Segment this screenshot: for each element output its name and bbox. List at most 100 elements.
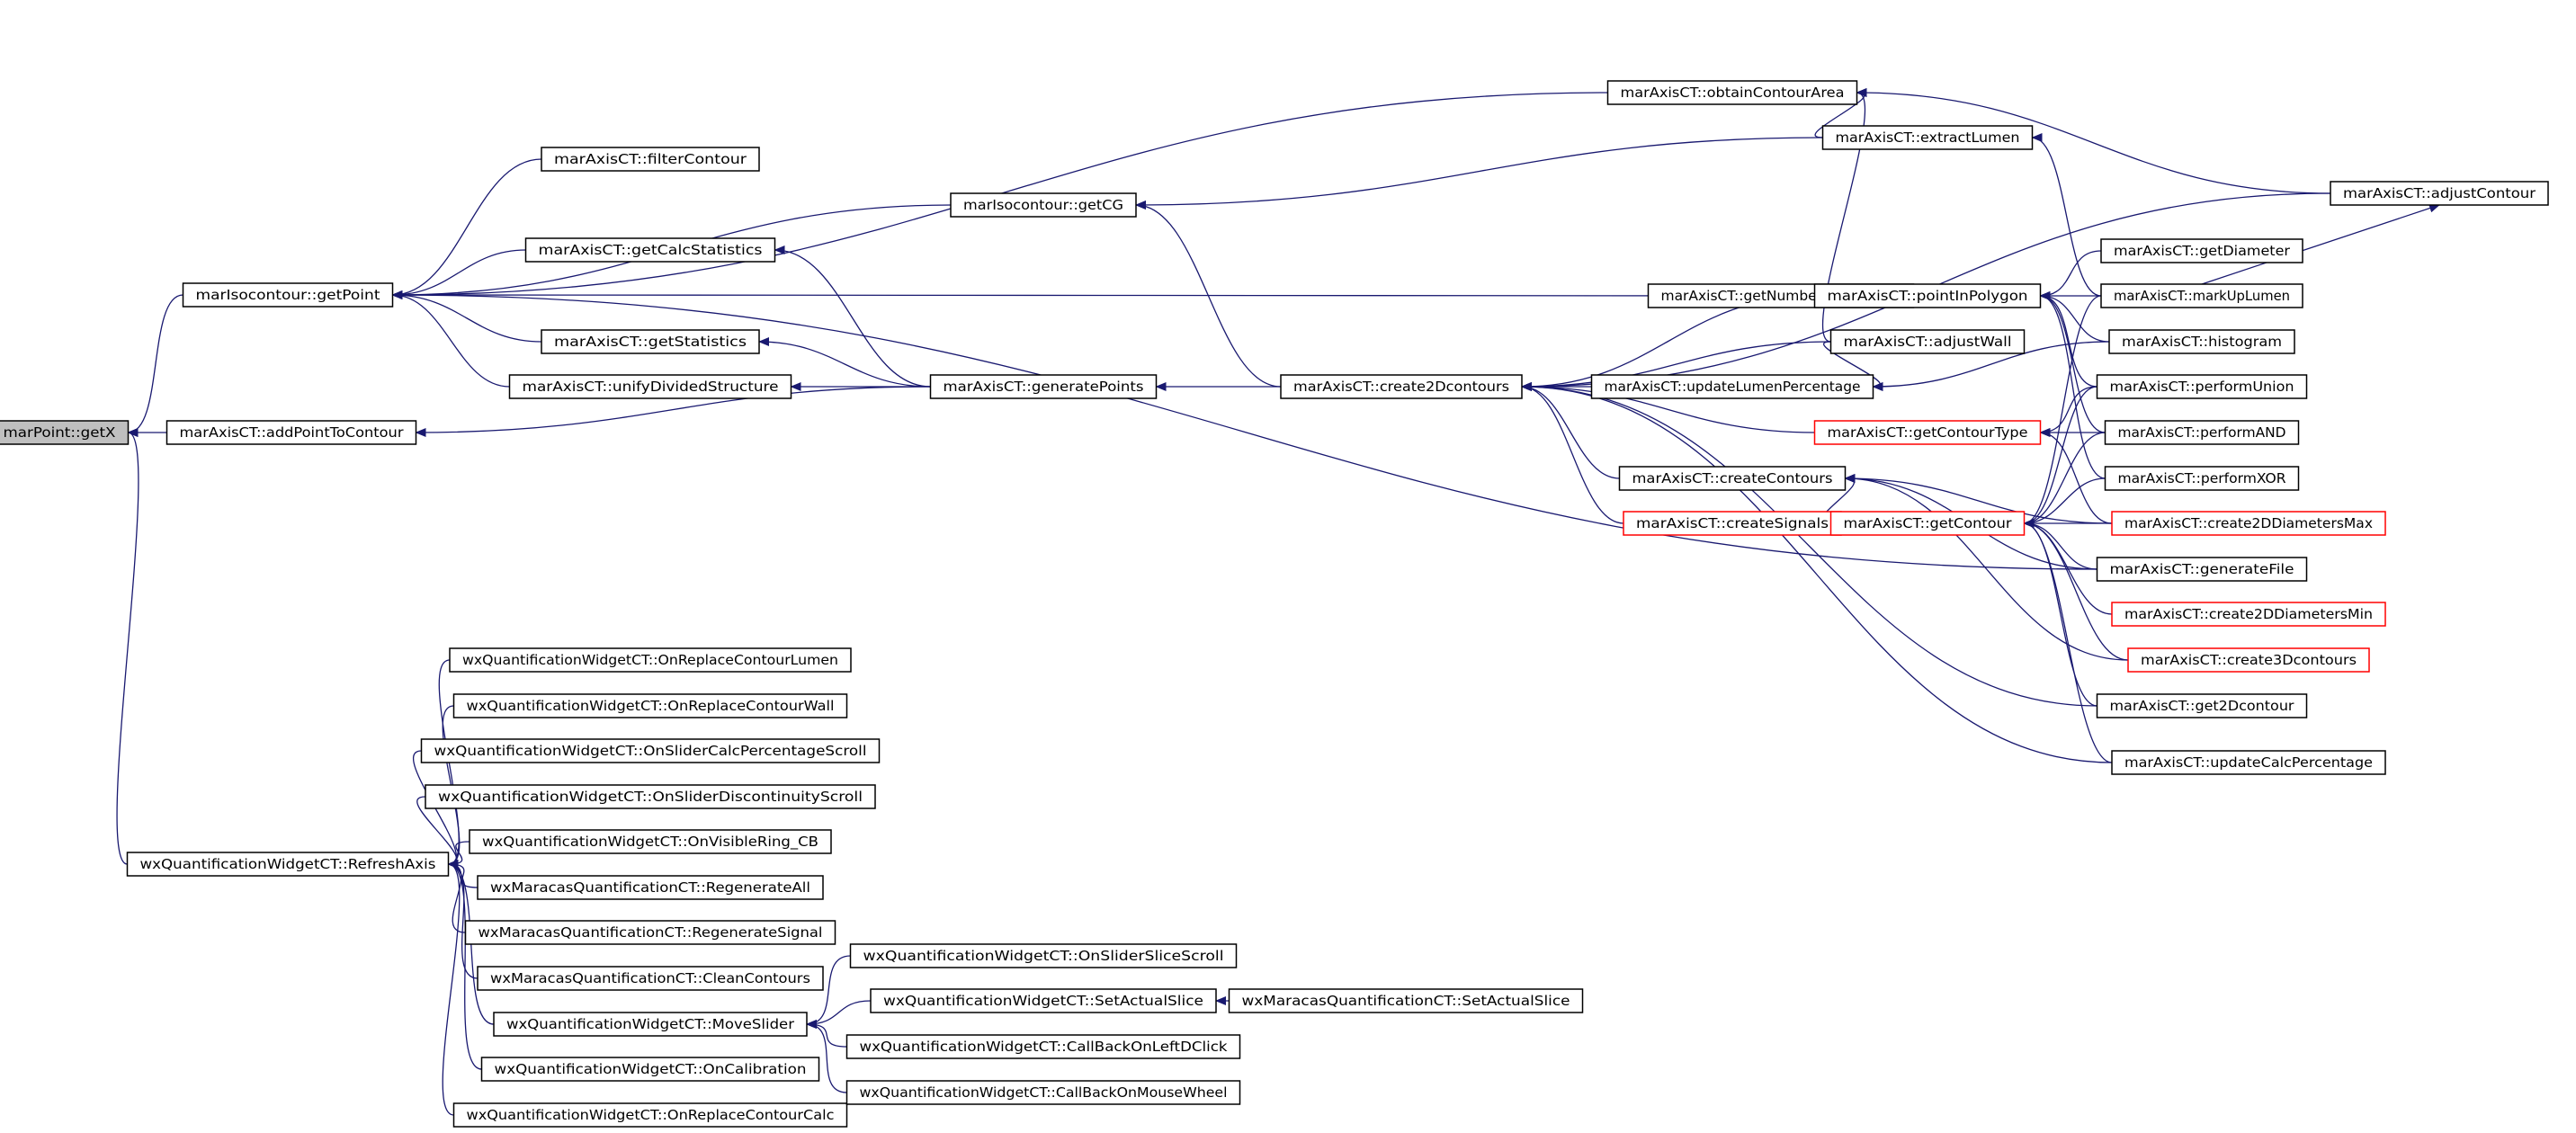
node-box — [477, 875, 824, 900]
edge-performand-to-pointinpolygon — [2039, 291, 2106, 433]
node-label: marAxisCT::performXOR — [2118, 470, 2286, 486]
graph-node-oncalibration[interactable]: wxQuantificationWidgetCT::OnCalibration — [480, 1057, 820, 1082]
node-box — [469, 829, 832, 854]
node-label: wxQuantificationWidgetCT::CallBackOnMous… — [860, 1084, 1228, 1101]
node-box — [126, 852, 450, 877]
graph-node-createcontours[interactable]: marAxisCT::createContours — [1618, 466, 1847, 491]
edge-unifydivided-to-getpoint — [391, 290, 510, 388]
graph-node-generatepoints[interactable]: marAxisCT::generatePoints — [929, 374, 1158, 399]
graph-node-addpointtocontour[interactable]: marAxisCT::addPointToContour — [165, 420, 417, 445]
graph-node-updatelumenpercentage[interactable]: marAxisCT::updateLumenPercentage — [1590, 374, 1874, 399]
graph-node-create2dcontours[interactable]: marAxisCT::create2Dcontours — [1280, 374, 1523, 399]
graph-node-create2ddiametersmax[interactable]: marAxisCT::create2DDiametersMax — [2111, 511, 2386, 536]
edge-get2dcontour-to-create2dcontours — [1521, 382, 2097, 707]
graph-node-getpoint[interactable]: marIsocontour::getPoint — [182, 282, 394, 308]
edge-create2ddiametersmax-to-getcontourtype — [2039, 428, 2113, 524]
node-box — [541, 329, 760, 354]
edge-histogram-to-updatelumenpercentage — [1872, 341, 2110, 391]
edge-performunion-to-getcontour — [2023, 386, 2097, 528]
node-box — [2100, 238, 2303, 263]
graph-node-onslidercalcpercentagescroll[interactable]: wxQuantificationWidgetCT::OnSliderCalcPe… — [420, 738, 881, 763]
node-label: marIsocontour::getCG — [963, 197, 1123, 213]
node-label: wxQuantificationWidgetCT::OnReplaceConto… — [462, 652, 838, 668]
graph-node-onsliderdiscontinuityscroll[interactable]: wxQuantificationWidgetCT::OnSliderDiscon… — [425, 784, 876, 809]
edge-pointinpolygon-to-create2dcontours — [1521, 295, 1815, 391]
edge-onreplacecontourcalc-to-refreshaxis — [442, 860, 461, 1116]
graph-node-getdiameter[interactable]: marAxisCT::getDiameter — [2100, 238, 2303, 263]
graph-node-unifydivided[interactable]: marAxisCT::unifyDividedStructure — [508, 374, 792, 399]
edge-pointinpolygon-to-getpoint — [391, 290, 1815, 300]
node-box — [2108, 329, 2295, 354]
graph-node-cleancontours[interactable]: wxMaracasQuantificationCT::CleanContours — [477, 966, 824, 991]
edge-getstatistics-to-getpoint — [391, 290, 542, 343]
node-box — [541, 147, 760, 172]
graph-node-getcontour[interactable]: marAxisCT::getContour — [1829, 511, 2026, 536]
node-label: wxQuantificationWidgetCT::OnSliderDiscon… — [438, 789, 863, 805]
graph-node-filtercontour[interactable]: marAxisCT::filterContour — [541, 147, 760, 172]
graph-node-callbackonmousewheel[interactable]: wxQuantificationWidgetCT::CallBackOnMous… — [845, 1080, 1241, 1105]
node-box — [2104, 420, 2300, 445]
graph-node-getstatistics[interactable]: marAxisCT::getStatistics — [541, 329, 760, 354]
graph-node-adjustwall[interactable]: marAxisCT::adjustWall — [1829, 329, 2026, 354]
edge-performxor-to-pointinpolygon — [2039, 291, 2106, 479]
graph-node-createsignals[interactable]: marAxisCT::createSignals — [1623, 511, 1842, 536]
graph-node-performunion[interactable]: marAxisCT::performUnion — [2096, 374, 2308, 399]
graph-node-onsliderslicescroll[interactable]: wxQuantificationWidgetCT::OnSliderSliceS… — [849, 943, 1238, 968]
graph-node-pointinpolygon[interactable]: marAxisCT::pointInPolygon — [1813, 283, 2042, 308]
graph-node-moveslider[interactable]: wxQuantificationWidgetCT::MoveSlider — [493, 1012, 808, 1037]
edge-extractlumen-to-getcg — [1135, 137, 1823, 210]
node-box — [2096, 557, 2308, 582]
edge-callbackonmousewheel-to-moveslider — [806, 1020, 847, 1093]
node-label: marAxisCT::get2Dcontour — [2110, 698, 2295, 714]
graph-node-getcalcstatistics[interactable]: marAxisCT::getCalcStatistics — [524, 237, 776, 263]
graph-node-getcontourtype[interactable]: marAxisCT::getContourType — [1813, 420, 2042, 445]
graph-node-obtaincontourarea[interactable]: marAxisCT::obtainContourArea — [1606, 80, 1858, 105]
node-box — [845, 1080, 1241, 1105]
node-box — [1813, 283, 2042, 308]
graph-node-setactualslice[interactable]: wxQuantificationWidgetCT::SetActualSlice — [870, 988, 1217, 1013]
graph-node-regeneratesignal[interactable]: wxMaracasQuantificationCT::RegenerateSig… — [464, 920, 836, 945]
node-box — [452, 1102, 848, 1128]
node-label: marAxisCT::performUnion — [2110, 379, 2294, 395]
node-box — [1813, 420, 2042, 445]
node-label: marAxisCT::obtainContourArea — [1621, 85, 1845, 101]
graph-node-create2ddiametersmin[interactable]: marAxisCT::create2DDiametersMin — [2111, 602, 2386, 627]
graph-node-adjustcontour[interactable]: marAxisCT::adjustContour — [2330, 181, 2549, 206]
graph-node-markuplumen[interactable]: marAxisCT::markUpLumen — [2100, 283, 2303, 308]
graph-node-onvisiblering[interactable]: wxQuantificationWidgetCT::OnVisibleRing_… — [469, 829, 832, 854]
graph-node-onreplacecontourwall[interactable]: wxQuantificationWidgetCT::OnReplaceConto… — [452, 693, 848, 718]
graph-node-getx[interactable]: marPoint::getX — [0, 420, 130, 445]
graph-node-get2dcontour[interactable]: marAxisCT::get2Dcontour — [2096, 693, 2308, 718]
graph-node-generatefile[interactable]: marAxisCT::generateFile — [2096, 557, 2308, 582]
edge-filtercontour-to-getpoint — [391, 158, 542, 299]
node-label: marAxisCT::getContourType — [1828, 424, 2028, 441]
graph-node-performand[interactable]: marAxisCT::performAND — [2104, 420, 2300, 445]
graph-node-onreplacecontourlumen[interactable]: wxQuantificationWidgetCT::OnReplaceConto… — [449, 647, 852, 673]
graph-node-create3dcontours[interactable]: marAxisCT::create3Dcontours — [2127, 647, 2370, 673]
node-label: marAxisCT::adjustWall — [1844, 334, 2012, 350]
edge-setactualslice-to-moveslider — [806, 1000, 872, 1029]
node-box — [2127, 647, 2370, 673]
graph-node-getcg[interactable]: marIsocontour::getCG — [950, 192, 1137, 218]
graph-node-regenerateall[interactable]: wxMaracasQuantificationCT::RegenerateAll — [477, 875, 824, 900]
node-box — [1623, 511, 1842, 536]
edge-getpoint-to-getx — [127, 294, 183, 437]
graph-node-performxor[interactable]: marAxisCT::performXOR — [2104, 466, 2300, 491]
node-box — [464, 920, 836, 945]
graph-node-refreshaxis[interactable]: wxQuantificationWidgetCT::RefreshAxis — [126, 852, 450, 877]
edge-updatecalcpercentage-to-create2dcontours — [1521, 382, 2113, 763]
graph-node-updatecalcpercentage[interactable]: marAxisCT::updateCalcPercentage — [2111, 750, 2386, 775]
graph-node-callbackonleftdclick[interactable]: wxQuantificationWidgetCT::CallBackOnLeft… — [845, 1034, 1241, 1059]
edge-generatefile-to-getcontour — [2023, 519, 2097, 570]
node-box — [2111, 602, 2386, 627]
graph-node-extractlumen[interactable]: marAxisCT::extractLumen — [1821, 125, 2034, 150]
node-box — [165, 420, 417, 445]
node-label: wxMaracasQuantificationCT::CleanContours — [490, 970, 810, 986]
graph-node-onreplacecontourcalc[interactable]: wxQuantificationWidgetCT::OnReplaceConto… — [452, 1102, 848, 1128]
graph-node-histogram[interactable]: marAxisCT::histogram — [2108, 329, 2295, 354]
node-label: wxQuantificationWidgetCT::OnReplaceConto… — [467, 698, 835, 714]
graph-node-maracassetactualslice[interactable]: wxMaracasQuantificationCT::SetActualSlic… — [1228, 988, 1584, 1013]
node-label: marAxisCT::getContour — [1844, 515, 2013, 531]
node-label: marAxisCT::pointInPolygon — [1828, 288, 2028, 304]
node-label: wxMaracasQuantificationCT::RegenerateSig… — [479, 924, 823, 941]
